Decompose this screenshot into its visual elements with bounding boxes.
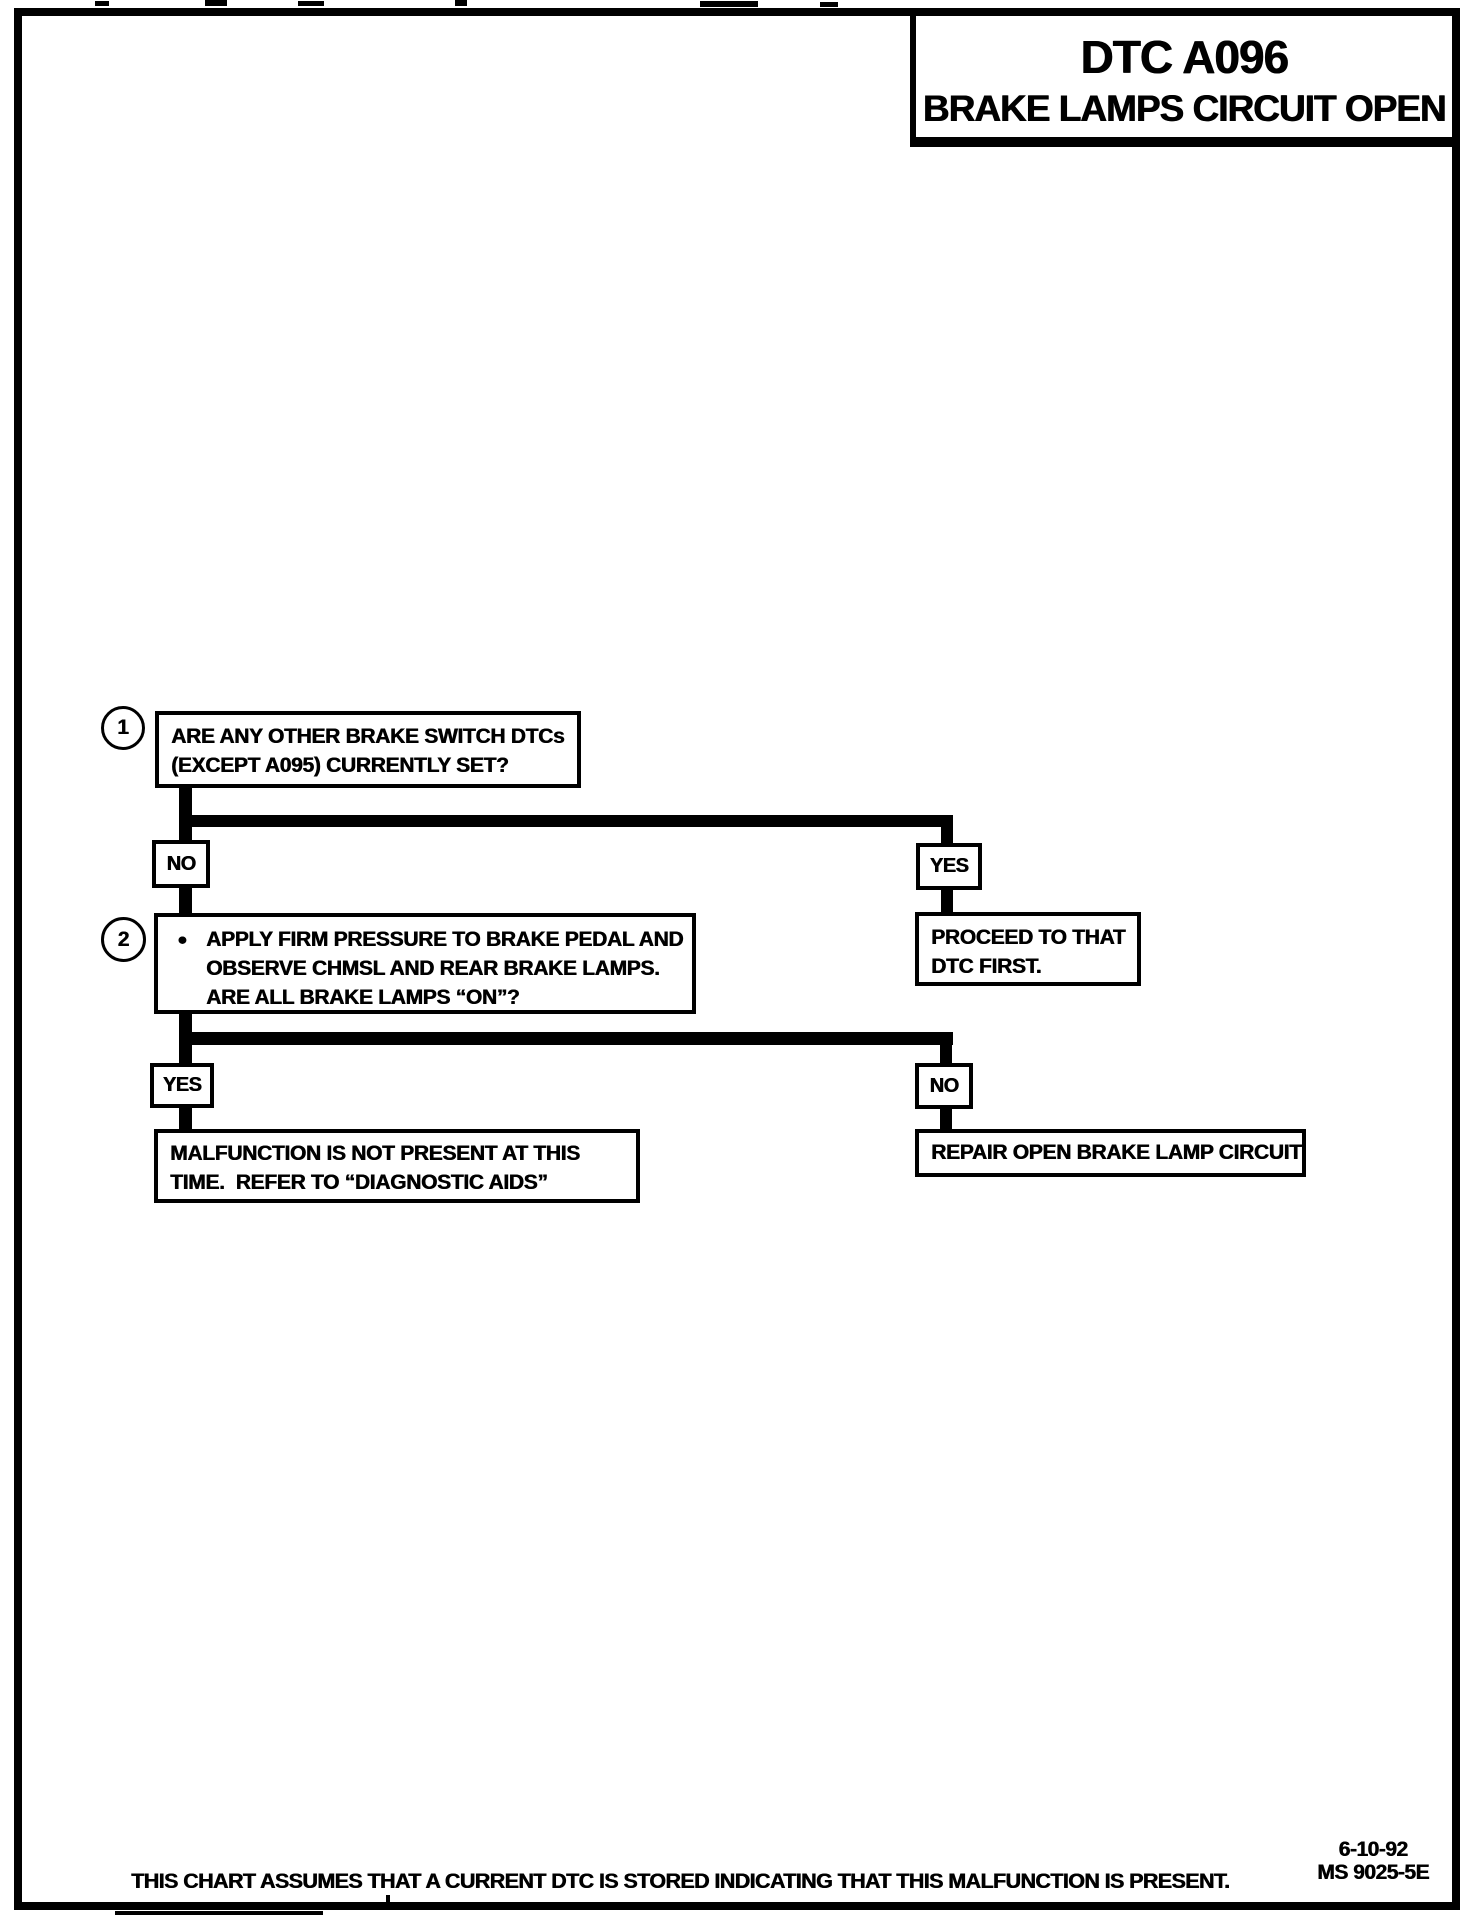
no-label: NO [166,852,197,875]
revision-date: 6-10-92 [1338,1838,1408,1861]
scan-artifact [95,1,109,6]
yes-label: YES [929,855,969,877]
footer-assumption-note: THIS CHART ASSUMES THAT A CURRENT DTC IS… [131,1869,1230,1893]
document-code: MS 9025-5E [1317,1861,1429,1884]
connector-line [179,786,192,818]
connector-line [941,888,953,915]
connector-line [940,1045,952,1065]
step-1-number: 1 [117,716,129,739]
dtc-title-box: DTC A096 BRAKE LAMPS CIRCUIT OPEN [910,16,1452,147]
scan-artifact [455,0,467,6]
step-1-line-2: (EXCEPT A095) CURRENTLY SET? [171,754,509,777]
dtc-title: BRAKE LAMPS CIRCUIT OPEN [922,88,1447,129]
malfunction-line-2: TIME. REFER TO “DIAGNOSTIC AIDS” [170,1171,548,1194]
step-1-no-branch-label: NO [152,840,210,888]
step-2-line-3: ARE ALL BRAKE LAMPS “ON”? [206,986,520,1009]
step-2-line-2: OBSERVE CHMSL AND REAR BRAKE LAMPS. [206,957,660,980]
step-1-question-box: ARE ANY OTHER BRAKE SWITCH DTCs (EXCEPT … [155,711,581,788]
step-1-number-circle: 1 [101,706,145,750]
malfunction-not-present-box: MALFUNCTION IS NOT PRESENT AT THIS TIME.… [154,1129,640,1203]
proceed-line-2: DTC FIRST. [931,955,1042,978]
scan-artifact [115,1911,323,1915]
scan-artifact [298,1,324,6]
proceed-line-1: PROCEED TO THAT [931,926,1126,949]
step-2-no-branch-label: NO [915,1063,973,1109]
yes-label: YES [162,1074,202,1096]
proceed-to-dtc-box: PROCEED TO THAT DTC FIRST. [915,912,1141,986]
connector-line [179,815,953,827]
dtc-code: DTC A096 [1080,31,1289,83]
connector-line [940,1107,952,1131]
step-1-yes-branch-label: YES [916,843,982,890]
repair-label: REPAIR OPEN BRAKE LAMP CIRCUIT [931,1141,1302,1164]
connector-line [179,1045,192,1065]
step-2-line-1: APPLY FIRM PRESSURE TO BRAKE PEDAL AND [206,928,684,951]
bullet-icon: ● [177,930,187,949]
repair-circuit-box: REPAIR OPEN BRAKE LAMP CIRCUIT [915,1129,1306,1177]
document-id-block: 6-10-92 MS 9025-5E [1300,1838,1446,1884]
no-label: NO [929,1074,960,1097]
connector-line [941,827,953,846]
scan-artifact [820,2,838,7]
scan-artifact [700,1,758,7]
connector-line [179,1032,953,1045]
scan-artifact [386,1895,390,1905]
step-2-question-box: ● APPLY FIRM PRESSURE TO BRAKE PEDAL AND… [154,913,696,1014]
step-1-line-1: ARE ANY OTHER BRAKE SWITCH DTCs [171,725,565,748]
connector-line [179,886,192,915]
connector-line [179,1106,192,1131]
malfunction-line-1: MALFUNCTION IS NOT PRESENT AT THIS [170,1142,580,1165]
page-border-frame [14,8,1460,1910]
step-2-number: 2 [117,927,130,951]
connector-line [179,1012,192,1034]
connector-line [179,827,192,843]
scan-artifact [205,0,227,6]
step-2-number-circle: 2 [101,917,146,962]
step-2-yes-branch-label: YES [150,1063,214,1108]
